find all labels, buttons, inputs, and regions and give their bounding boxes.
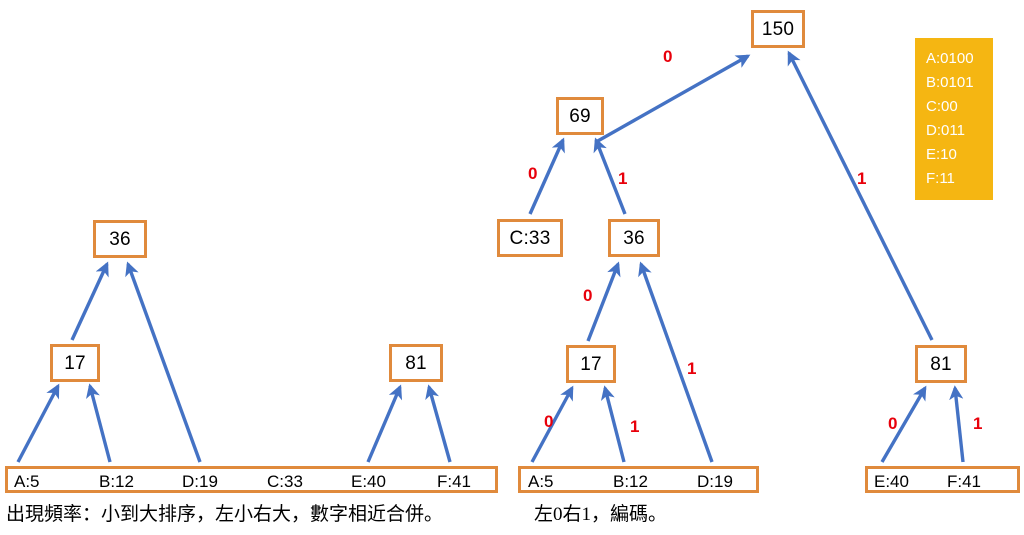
node-l-36: 36 [93, 220, 147, 258]
code-entry: C:00 [926, 98, 958, 115]
arrow-69-to-150 [595, 54, 751, 144]
edge-bit-E40-to-81: 0 [888, 414, 898, 433]
arrow-81-to-150 [787, 50, 934, 341]
arrow-C33-to-69 [528, 137, 565, 215]
node-m-150: 150 [751, 10, 805, 48]
edge-bit-17-to-36: 0 [583, 286, 593, 305]
left-leaf-label: A:5 [14, 472, 40, 491]
code-entry: F:11 [926, 170, 955, 187]
node-m-69: 69 [556, 97, 604, 135]
left-leaf-label: E:40 [351, 472, 386, 491]
node-m-36: 36 [608, 219, 660, 257]
edge-bit-C33-to-69: 0 [528, 164, 538, 183]
arrow-E40-to-81 [366, 384, 403, 463]
edge-bit-81-to-150: 1 [857, 169, 867, 188]
arrow-B12-to-17 [600, 385, 626, 463]
arrow-F41-to-81 [949, 385, 965, 463]
arrow-F41-to-81 [425, 384, 452, 463]
middle-leaf-label: A:5 [528, 472, 554, 491]
middle-leaf-label: D:19 [697, 472, 733, 491]
edge-bit-F41-to-81: 1 [973, 414, 983, 433]
middle-leaf-label: F:41 [947, 472, 982, 491]
node-l-81: 81 [389, 344, 443, 382]
middle-leaf-bar-right [865, 466, 1020, 493]
arrow-A5-to-17 [530, 385, 574, 463]
middle-tree-arrows [528, 50, 965, 463]
caption-frequency-sort: 出現頻率：小到大排序，左小右大，數字相近合併。 [6, 504, 444, 525]
arrow-D19-to-36 [638, 261, 714, 463]
edge-bit-A5-to-17: 0 [544, 412, 554, 431]
edge-bit-D19-to-36: 1 [687, 359, 697, 378]
arrow-17-to-36 [70, 261, 109, 341]
arrow-B12-to-17 [86, 383, 112, 463]
left-leaf-label: B:12 [99, 472, 134, 491]
edge-bit-36-to-69: 1 [618, 169, 628, 188]
left-leaf-label: D:19 [182, 472, 218, 491]
left-leaf-label: C:33 [267, 472, 303, 491]
code-entry: A:0100 [926, 50, 974, 67]
middle-leaf-label: E:40 [874, 472, 909, 491]
edge-bit-B12-to-17: 1 [630, 417, 640, 436]
middle-leaf-bar-left [518, 466, 759, 493]
left-leaf-label: F:41 [437, 472, 472, 491]
node-m-17: 17 [566, 345, 616, 383]
arrow-36-to-69 [593, 137, 627, 215]
node-m-81: 81 [915, 345, 967, 383]
code-entry: D:011 [926, 122, 965, 139]
left-leaf-bar [5, 466, 498, 493]
arrow-D19-to-36 [125, 261, 202, 463]
code-entry: B:0101 [926, 74, 974, 91]
node-m-c33: C:33 [497, 219, 563, 257]
arrow-17-to-36 [586, 261, 621, 342]
edge-bit-69-to-150: 0 [663, 47, 673, 66]
node-l-17: 17 [50, 344, 100, 382]
code-entry: E:10 [926, 146, 957, 163]
left-tree-arrows [16, 261, 452, 463]
arrow-E40-to-81 [880, 385, 927, 463]
caption-encoding-rule: 左0右1，編碼。 [534, 504, 668, 525]
middle-leaf-label: B:12 [613, 472, 648, 491]
arrow-A5-to-17 [16, 383, 60, 463]
